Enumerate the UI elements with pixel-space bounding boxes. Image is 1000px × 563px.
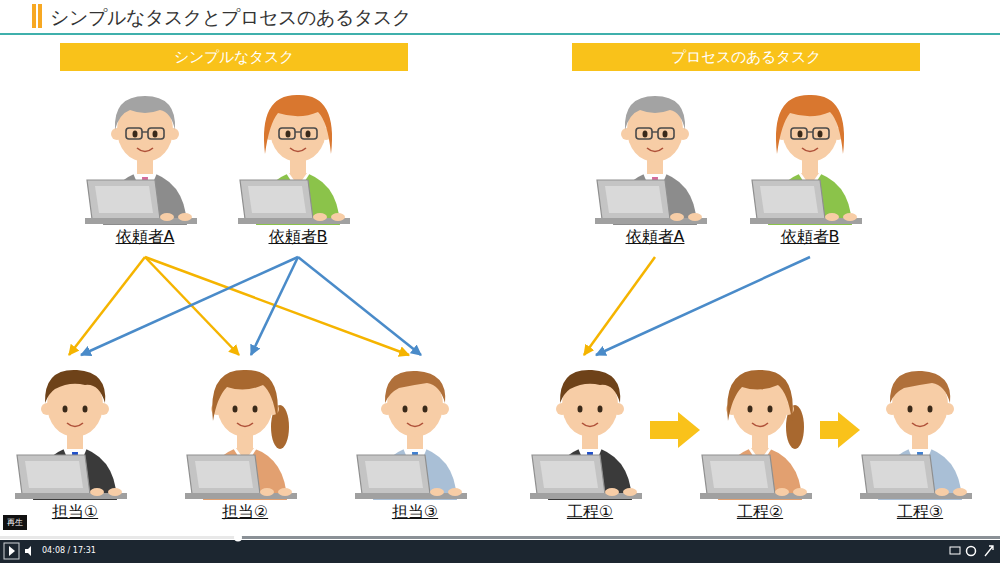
request-arrow xyxy=(251,257,298,355)
caption-icon xyxy=(950,547,960,554)
volume-icon xyxy=(25,546,31,556)
tooltip-text: 再生 xyxy=(3,515,27,530)
person-label: 依頼者A xyxy=(595,227,715,248)
person-illustration xyxy=(700,355,820,500)
person-illustration xyxy=(860,355,980,500)
title-bar-icon xyxy=(32,4,36,28)
play-button xyxy=(4,543,19,559)
person-label: 工程② xyxy=(700,502,820,523)
band-heading: プロセスのあるタスク xyxy=(671,48,821,67)
person-illustration xyxy=(750,80,870,225)
person-node: 工程② xyxy=(700,355,820,530)
person-label: 担当① xyxy=(15,502,135,523)
person-node: 依頼者A xyxy=(595,80,715,255)
person-label: 担当③ xyxy=(355,502,475,523)
person-illustration xyxy=(355,355,475,500)
request-arrow xyxy=(596,257,810,355)
progress-knob xyxy=(234,534,242,542)
section-band: シンプルなタスク xyxy=(60,43,408,71)
person-node: 工程① xyxy=(530,355,650,530)
title-bar-icon xyxy=(38,4,42,28)
request-arrow xyxy=(145,257,409,355)
person-label: 依頼者A xyxy=(85,227,205,248)
person-illustration xyxy=(85,80,205,225)
process-arrow xyxy=(820,421,838,439)
person-node: 担当③ xyxy=(355,355,475,530)
person-illustration xyxy=(595,80,715,225)
time-display: 04:08 / 17:31 xyxy=(42,546,96,555)
progress-played xyxy=(0,536,238,539)
play-icon xyxy=(9,546,15,556)
person-label: 依頼者B xyxy=(750,227,870,248)
slide-title: シンプルなタスクとプロセスのあるタスク xyxy=(50,5,411,31)
player-bar xyxy=(0,540,1000,563)
person-illustration xyxy=(15,355,135,500)
person-label: 工程③ xyxy=(860,502,980,523)
title-rule xyxy=(0,33,1000,35)
person-node: 依頼者A xyxy=(85,80,205,255)
section-band: プロセスのあるタスク xyxy=(572,43,920,71)
settings-icon xyxy=(967,547,976,556)
person-node: 担当② xyxy=(185,355,305,530)
person-label: 担当② xyxy=(185,502,305,523)
person-illustration xyxy=(238,80,358,225)
request-arrow xyxy=(584,257,655,355)
request-arrow xyxy=(298,257,421,355)
fullscreen-icon xyxy=(985,546,993,556)
request-arrow xyxy=(81,257,298,355)
band-heading: シンプルなタスク xyxy=(174,48,294,67)
person-node: 依頼者B xyxy=(750,80,870,255)
person-node: 依頼者B xyxy=(238,80,358,255)
person-illustration xyxy=(530,355,650,500)
person-illustration xyxy=(185,355,305,500)
person-label: 工程① xyxy=(530,502,650,523)
progress-track xyxy=(0,536,1000,539)
person-label: 依頼者B xyxy=(238,227,358,248)
person-node: 工程③ xyxy=(860,355,980,530)
process-arrow xyxy=(650,421,678,439)
request-arrow xyxy=(69,257,145,355)
person-node: 担当① xyxy=(15,355,135,530)
